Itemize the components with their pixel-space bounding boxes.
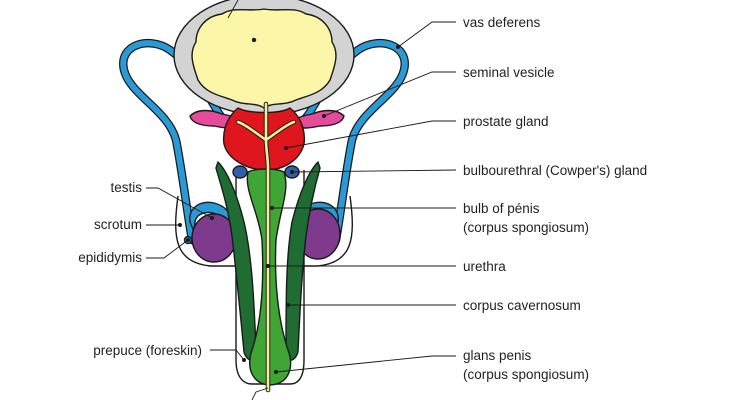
leader-lines — [227, 0, 457, 374]
bladder-label-dot — [251, 37, 257, 43]
label-prepuce: prepuce (foreskin) — [93, 343, 202, 358]
leader-lines-left — [146, 187, 269, 400]
label-corpus-cavernosum: corpus cavernosum — [463, 298, 581, 313]
label-vas-deferens: vas deferens — [463, 15, 541, 30]
label-epididymis: epididymis — [78, 250, 142, 265]
label-urethra: urethra — [463, 259, 506, 274]
label-bulb-of-penis: bulb of pénis — [463, 201, 540, 216]
label-bulbourethral-gland: bulbourethral (Cowper's) gland — [463, 163, 647, 178]
label-testis: testis — [110, 180, 142, 195]
label-bulb-of-penis-sub: (corpus spongiosum) — [463, 220, 589, 235]
label-glans-penis: glans penis — [463, 348, 532, 363]
label-scrotum: scrotum — [94, 217, 142, 232]
vas-deferens-right-fill — [271, 40, 408, 243]
urethra-lumen — [236, 102, 296, 392]
urinary-bladder-lumen — [191, 8, 337, 109]
label-glans-penis-sub: (corpus spongiosum) — [463, 367, 589, 382]
bulbourethral-gland-left — [232, 165, 248, 179]
label-seminal-vesicle: seminal vesicle — [463, 65, 555, 80]
label-prostate-gland: prostate gland — [463, 114, 549, 129]
